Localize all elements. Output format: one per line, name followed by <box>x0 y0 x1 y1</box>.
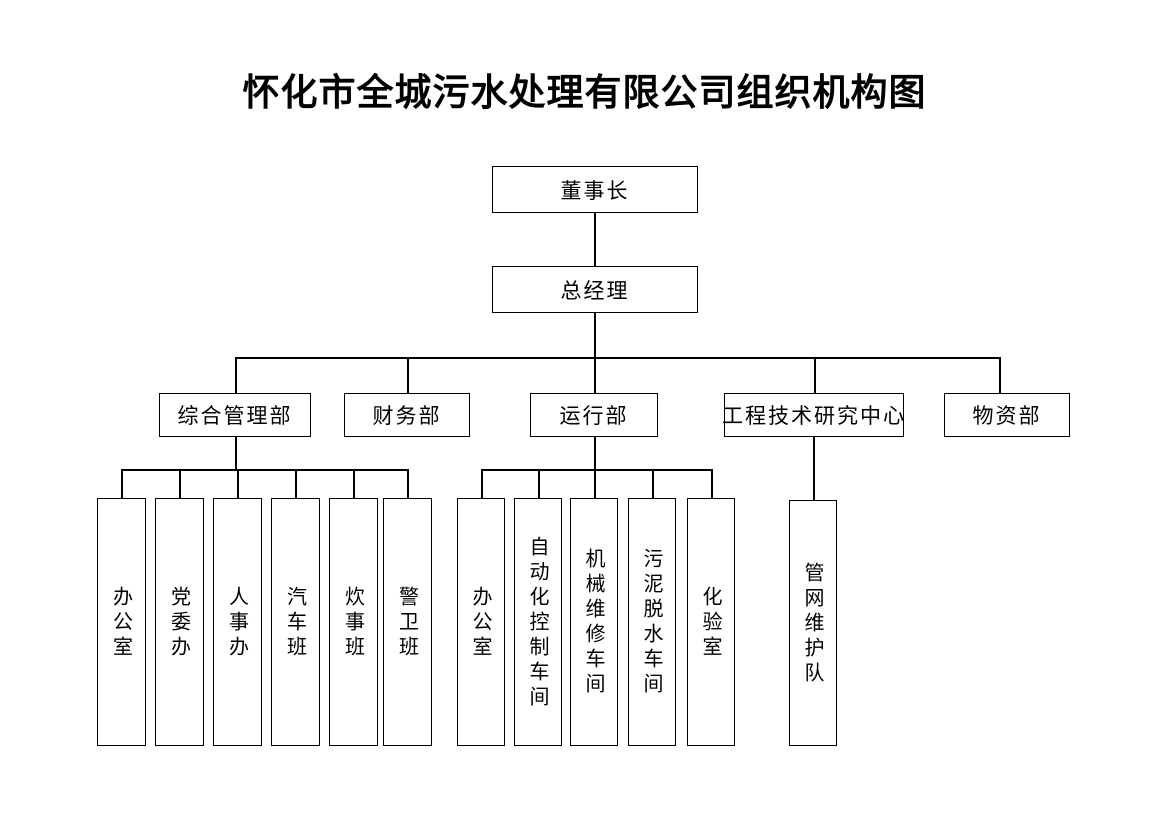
edge-comprehensive-to-office <box>120 469 124 499</box>
node-unit-party-office[interactable]: 党委办 <box>155 498 204 746</box>
node-chairman-label: 董事长 <box>560 178 630 203</box>
node-unit-office-2-label: 办公室 <box>469 585 493 661</box>
node-unit-catering-team[interactable]: 炊事班 <box>329 498 378 746</box>
bus-departments <box>235 357 1001 360</box>
node-unit-automation-workshop-label: 自动化控制车间 <box>526 535 550 711</box>
node-dept-materials-label: 物资部 <box>972 404 1042 428</box>
edge-comprehensive-to-vehicle-team <box>294 469 298 499</box>
node-unit-party-office-label: 党委办 <box>167 585 192 661</box>
edge-gm-to-dept-finance <box>406 357 410 393</box>
node-unit-sludge-workshop-label: 污泥脱水车间 <box>640 548 664 698</box>
node-unit-pipe-network-team[interactable]: 管网维护队 <box>789 500 837 746</box>
node-unit-mechanical-workshop[interactable]: 机械维修车间 <box>570 498 618 746</box>
edge-operations-to-sludge <box>651 469 655 499</box>
node-unit-guard-team[interactable]: 警卫班 <box>383 498 432 746</box>
edge-gm-to-dept-operations <box>593 357 597 393</box>
edge-comprehensive-to-catering-team <box>352 469 356 499</box>
edge-comprehensive-to-hr-office <box>236 469 240 499</box>
node-general-manager[interactable]: 总经理 <box>492 266 698 313</box>
bus-comprehensive-units <box>121 469 409 472</box>
node-dept-operations[interactable]: 运行部 <box>530 393 658 437</box>
node-dept-engineering-label: 工程技术研究中心 <box>722 404 906 428</box>
node-chairman[interactable]: 董事长 <box>492 166 698 213</box>
edge-comprehensive-to-guard-team <box>406 469 410 499</box>
edge-gm-to-dept-materials <box>998 357 1002 393</box>
node-unit-catering-team-label: 炊事班 <box>341 585 366 661</box>
edge-gm-to-dept-engineering <box>813 357 817 393</box>
node-unit-office-2[interactable]: 办公室 <box>457 498 505 746</box>
node-unit-automation-workshop[interactable]: 自动化控制车间 <box>514 498 562 746</box>
edge-comprehensive-to-party-office <box>178 469 182 499</box>
node-dept-engineering[interactable]: 工程技术研究中心 <box>722 393 906 437</box>
node-unit-office-1-label: 办公室 <box>109 585 134 661</box>
node-general-manager-label: 总经理 <box>560 278 630 303</box>
edge-gm-to-dept-comprehensive <box>234 357 238 393</box>
node-dept-comprehensive[interactable]: 综合管理部 <box>159 393 311 437</box>
node-unit-hr-office-label: 人事办 <box>225 585 250 661</box>
node-unit-sludge-workshop[interactable]: 污泥脱水车间 <box>628 498 676 746</box>
edge-engineering-to-pipe-network <box>812 437 816 500</box>
node-unit-lab[interactable]: 化验室 <box>687 498 735 746</box>
edge-operations-to-mechanical <box>593 469 597 499</box>
node-dept-finance[interactable]: 财务部 <box>344 393 470 437</box>
node-dept-finance-label: 财务部 <box>372 404 442 428</box>
node-unit-hr-office[interactable]: 人事办 <box>213 498 262 746</box>
edge-gm-stub <box>593 313 597 359</box>
edge-chairman-to-gm <box>593 213 597 266</box>
edge-operations-to-lab <box>710 469 714 499</box>
bus-operations-units <box>481 469 713 472</box>
node-dept-operations-label: 运行部 <box>559 404 629 428</box>
edge-operations-stub <box>593 437 597 471</box>
node-dept-materials[interactable]: 物资部 <box>944 393 1070 437</box>
node-unit-mechanical-workshop-label: 机械维修车间 <box>582 548 606 698</box>
node-unit-lab-label: 化验室 <box>699 585 723 661</box>
edge-operations-to-office <box>480 469 484 499</box>
node-unit-office-1[interactable]: 办公室 <box>97 498 146 746</box>
node-unit-pipe-network-team-label: 管网维护队 <box>801 561 825 687</box>
node-unit-guard-team-label: 警卫班 <box>395 585 420 661</box>
page-title: 怀化市全城污水处理有限公司组织机构图 <box>242 70 927 114</box>
node-unit-vehicle-team[interactable]: 汽车班 <box>271 498 320 746</box>
node-unit-vehicle-team-label: 汽车班 <box>283 585 308 661</box>
edge-operations-to-automation <box>537 469 541 499</box>
node-dept-comprehensive-label: 综合管理部 <box>177 404 293 428</box>
edge-comprehensive-stub <box>234 437 238 471</box>
